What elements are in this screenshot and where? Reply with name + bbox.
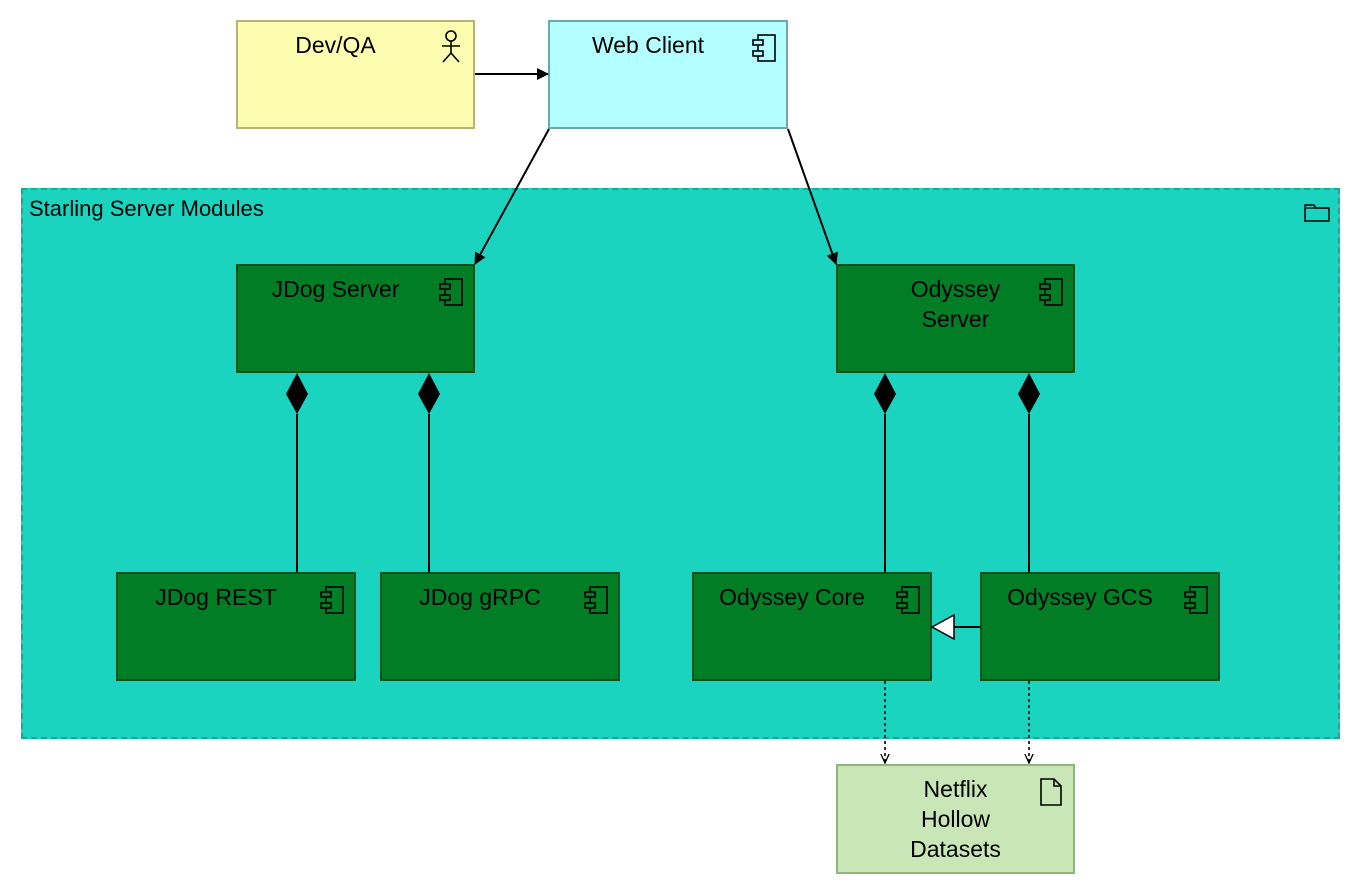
odyssey-gcs-node[interactable]: Odyssey GCS bbox=[980, 572, 1220, 681]
document-icon bbox=[1040, 778, 1062, 806]
edge-webclient-odyssey-server bbox=[787, 128, 838, 265]
edge-webclient-jdog-server bbox=[474, 128, 550, 265]
actor-icon bbox=[442, 30, 460, 63]
jdog-server-node[interactable]: JDog Server bbox=[236, 264, 475, 373]
dev-qa-label: Dev/QA bbox=[295, 32, 376, 58]
jdog-grpc-label: JDog gRPC bbox=[419, 584, 541, 610]
jdog-rest-label: JDog REST bbox=[155, 584, 277, 610]
netflix-hollow-datasets-label: Netflix Hollow Datasets bbox=[910, 776, 1001, 862]
netflix-hollow-datasets-node[interactable]: Netflix Hollow Datasets bbox=[836, 764, 1075, 874]
folder-icon bbox=[1304, 204, 1330, 222]
component-icon bbox=[439, 278, 463, 306]
component-icon bbox=[320, 586, 344, 614]
component-icon bbox=[1184, 586, 1208, 614]
odyssey-server-node[interactable]: Odyssey Server bbox=[836, 264, 1075, 373]
component-icon bbox=[896, 586, 920, 614]
jdog-server-label: JDog Server bbox=[271, 276, 400, 302]
web-client-node[interactable]: Web Client bbox=[548, 20, 788, 129]
jdog-rest-node[interactable]: JDog REST bbox=[116, 572, 356, 681]
odyssey-server-label: Odyssey Server bbox=[910, 276, 1001, 332]
odyssey-core-label: Odyssey Core bbox=[719, 584, 865, 610]
composition-jdog-rest bbox=[286, 373, 308, 572]
composition-odyssey-gcs bbox=[1018, 373, 1040, 572]
web-client-label: Web Client bbox=[591, 32, 705, 58]
odyssey-gcs-label: Odyssey GCS bbox=[1007, 584, 1153, 610]
odyssey-core-node[interactable]: Odyssey Core bbox=[692, 572, 932, 681]
group-label: Starling Server Modules bbox=[29, 196, 264, 221]
composition-jdog-grpc bbox=[418, 373, 440, 572]
component-icon bbox=[1039, 278, 1063, 306]
dev-qa-actor-node[interactable]: Dev/QA bbox=[236, 20, 475, 129]
component-icon bbox=[752, 34, 776, 62]
composition-odyssey-core bbox=[874, 373, 896, 572]
component-icon bbox=[584, 586, 608, 614]
jdog-grpc-node[interactable]: JDog gRPC bbox=[380, 572, 620, 681]
specialization-gcs-core bbox=[930, 613, 980, 641]
